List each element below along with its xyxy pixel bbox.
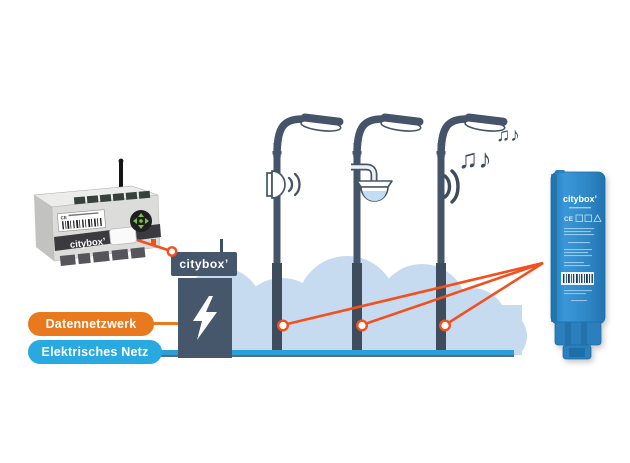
gateway-antenna: [119, 161, 123, 191]
lamp-head: [380, 113, 424, 132]
lightning-icon: [193, 296, 217, 340]
gateway-device: CE citybox’: [33, 158, 161, 266]
camera-icon: [351, 163, 393, 202]
bottom-terminal-blocks: [59, 247, 146, 266]
module-connector: [554, 321, 602, 360]
gateway-logo: citybox’: [69, 236, 106, 251]
music-notes-icon: ♫♪: [458, 144, 492, 174]
electric-network-label-text: Elektrisches Netz: [41, 345, 149, 359]
data-network-label-text: Datennetzwerk: [45, 317, 137, 331]
cabinet-logo-plate: citybox’: [171, 252, 237, 276]
lamp-head: [300, 113, 344, 132]
speaker-icon: [266, 170, 301, 199]
cabinet-antenna: [220, 239, 223, 253]
module-device: citybox’ CE: [550, 170, 606, 360]
cabinet-logo: citybox’: [179, 257, 229, 271]
module-fine-print: [564, 228, 594, 267]
cabinet: [178, 278, 232, 358]
keypad: [130, 210, 152, 232]
street-lamp-2: [352, 113, 424, 357]
module-barcode: [561, 272, 594, 285]
music-notes-small-icon: ♫♪: [496, 125, 520, 146]
device-label: CE: [56, 209, 107, 233]
electric-network-label: Elektrisches Netz: [28, 340, 162, 364]
module-logo: citybox’: [563, 194, 597, 204]
ce-mark: CE: [60, 215, 67, 221]
lamp-head: [464, 113, 508, 132]
module-ce-mark: CE: [564, 216, 574, 223]
sound-waves-icon: [443, 169, 460, 204]
data-network-line: [150, 322, 182, 325]
electric-network-line: [158, 350, 514, 357]
street-lamp-1: [272, 113, 344, 357]
data-network-label: Datennetzwerk: [28, 312, 154, 336]
top-terminal-blocks: [73, 190, 151, 205]
